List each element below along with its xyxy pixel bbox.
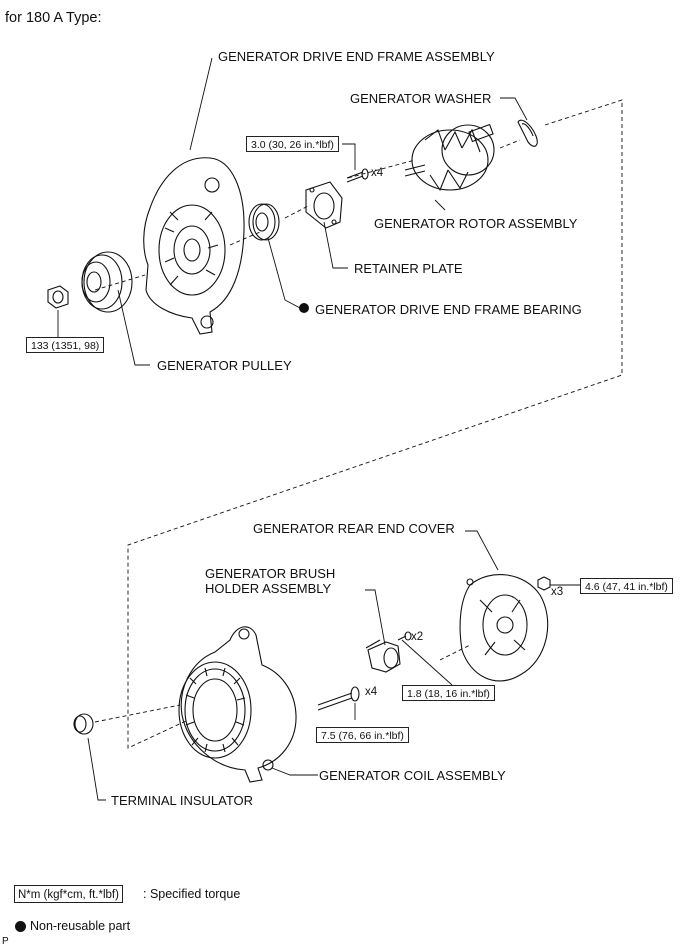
retainer-screw-drawing	[346, 168, 369, 183]
pulley-nut-drawing	[47, 285, 69, 309]
label-brush-holder: GENERATOR BRUSH HOLDER ASSEMBLY	[205, 566, 336, 596]
legend-non-reusable: Non-reusable part	[30, 919, 131, 933]
pulley-drawing	[81, 251, 133, 313]
qty-retainer-screw: x4	[371, 167, 384, 179]
torque-brush-screw: 1.8 (18, 16 in.*lbf)	[402, 685, 495, 701]
retainer-plate-drawing	[305, 181, 343, 229]
label-drive-end-bearing: GENERATOR DRIVE END FRAME BEARING	[315, 302, 582, 317]
leader-lines	[57, 57, 580, 801]
legend-torque-box: N*m (kgf*cm, ft.*lbf)	[14, 885, 123, 903]
rotor-drawing	[404, 123, 495, 192]
legend-torque-desc: : Specified torque	[143, 887, 241, 901]
torque-retainer-screw: 3.0 (30, 26 in.*lbf)	[246, 136, 339, 152]
qty-through-bolt: x4	[365, 686, 378, 698]
label-rear-end-cover: GENERATOR REAR END COVER	[253, 521, 455, 536]
legend-non-reusable-icon	[15, 921, 26, 932]
assembly-axis-lines	[94, 99, 623, 749]
torque-rear-cover-nut: 4.6 (47, 41 in.*lbf)	[580, 578, 673, 594]
bearing-drawing	[248, 203, 280, 241]
brush-screw-drawing	[397, 631, 412, 641]
label-retainer-plate: RETAINER PLATE	[354, 261, 463, 276]
drive-end-frame-drawing	[143, 157, 245, 335]
rear-cover-nut-drawing	[537, 576, 551, 591]
brush-holder-drawing	[365, 639, 401, 673]
label-terminal-insulator: TERMINAL INSULATOR	[111, 793, 254, 808]
label-drive-end-frame: GENERATOR DRIVE END FRAME ASSEMBLY	[218, 49, 495, 64]
terminal-insulator-drawing	[73, 713, 94, 735]
through-bolt-drawing	[317, 686, 360, 711]
qty-brush-screw: x2	[411, 631, 424, 643]
non-reusable-marker-icon	[299, 303, 309, 313]
coil-assembly-drawing	[178, 626, 297, 783]
torque-pulley-nut: 133 (1351, 98)	[26, 337, 105, 353]
qty-rear-cover-nut: x3	[551, 586, 564, 598]
label-rotor: GENERATOR ROTOR ASSEMBLY	[374, 216, 578, 231]
rear-end-cover-drawing	[459, 574, 549, 682]
footer-code: P	[2, 936, 9, 947]
label-coil: GENERATOR COIL ASSEMBLY	[319, 768, 506, 783]
washer-drawing	[517, 119, 538, 147]
page-title: for 180 A Type:	[5, 10, 102, 26]
torque-through-bolt: 7.5 (76, 66 in.*lbf)	[316, 727, 409, 743]
label-washer: GENERATOR WASHER	[350, 91, 492, 106]
label-pulley: GENERATOR PULLEY	[157, 358, 292, 373]
